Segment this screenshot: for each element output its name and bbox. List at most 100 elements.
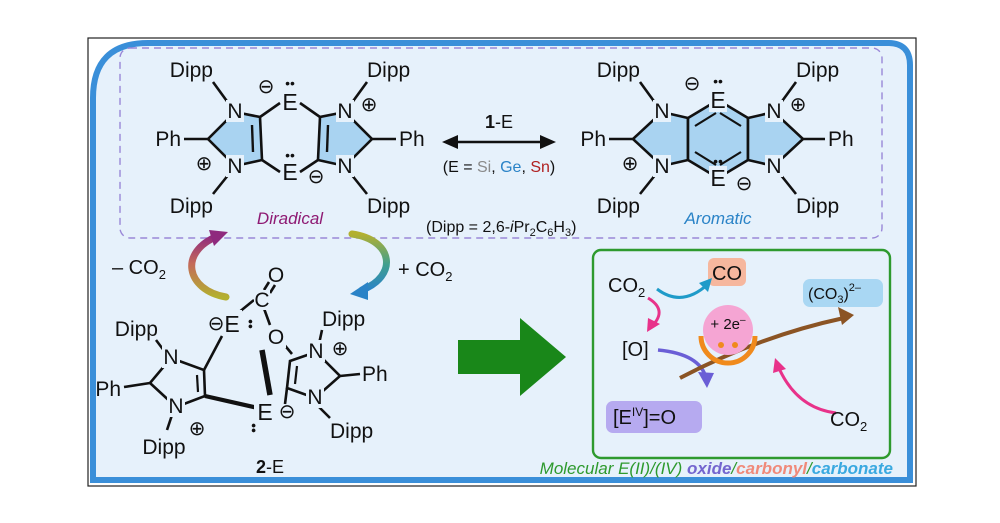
charge-plus: ⊕ [332, 338, 349, 360]
co2-adduct-structure: N N N N E E C O O •• •• ⊖ ⊖ ⊕ ⊕ Dipp Dip… [95, 264, 387, 459]
compound-1-label: 1-E [485, 112, 513, 132]
atom-n: N [654, 155, 669, 178]
bond-e-c-bottom-right [299, 158, 319, 174]
atom-n: N [168, 395, 183, 418]
bond-e-c-right [283, 387, 289, 405]
lone-pair: •• [713, 153, 723, 169]
label-dipp: Dipp [597, 59, 640, 82]
dashed-box [119, 47, 883, 239]
inner-bond [694, 112, 717, 127]
charge-minus: ⊖ [736, 173, 753, 195]
bond-ph-right [339, 372, 361, 378]
oxide-arrowhead [698, 372, 714, 388]
imidazolium-ring-left [206, 110, 264, 168]
label-dipp: Dipp [796, 195, 839, 218]
atom-n: N [766, 100, 781, 123]
bond-dipp-br [349, 173, 369, 195]
atom-e: E [710, 87, 725, 113]
bond-dipp-left-bottom [165, 414, 174, 431]
co2-uptake-arrow [348, 230, 390, 300]
charge-minus: ⊖ [258, 76, 275, 98]
atom-n: N [307, 386, 322, 409]
label-dipp: Dipp [115, 318, 158, 341]
label-dipp: Dipp [367, 195, 410, 218]
ring-left [148, 356, 207, 409]
minus-co2-label: – CO2 [112, 257, 166, 282]
bond-dipp-bl [638, 173, 658, 195]
atom-c: C [254, 289, 269, 312]
atom-e: E [257, 399, 272, 425]
atom-n: N [227, 100, 242, 123]
label-ph: Ph [828, 128, 854, 151]
atom-e: E [282, 159, 297, 185]
co-highlight [708, 258, 746, 286]
label-ph: Ph [95, 378, 121, 401]
resonance-arrow [442, 135, 556, 149]
charge-minus: ⊖ [279, 401, 296, 423]
co2-to-carbonate-arrowhead [773, 358, 786, 373]
label-dipp: Dipp [142, 436, 185, 459]
label-ph: Ph [580, 128, 606, 151]
bond-c-e-bottom [204, 393, 259, 411]
atom-e: E [710, 165, 725, 191]
lone-pair: •• [243, 319, 259, 329]
atom-n: N [766, 155, 781, 178]
bond-ph-left [123, 381, 151, 389]
charge-plus: ⊕ [361, 94, 378, 116]
inner-bond [719, 112, 742, 127]
bond-c-e-top [202, 335, 224, 371]
co2-to-oxygen-arrowhead [647, 318, 660, 332]
diradical-label: Diradical [257, 209, 324, 228]
compound-2-label: 2-E [256, 457, 284, 477]
inner-bond [293, 365, 299, 385]
inner-bond [195, 374, 200, 393]
electron-source [698, 305, 758, 366]
atom-e: E [282, 89, 297, 115]
bond-c-o-double [262, 281, 271, 291]
charge-minus: ⊖ [208, 313, 225, 335]
caption: Molecular E(II)/(IV) oxide/carbonyl/carb… [540, 459, 893, 478]
co2-to-co-arrowhead [699, 278, 712, 292]
inner-bond [719, 151, 742, 166]
element-definition: (E = Si, Ge, Sn) [443, 159, 556, 176]
label-dipp: Dipp [597, 195, 640, 218]
bond-dipp-bl [211, 173, 231, 195]
electrons-label: + 2e– [710, 315, 746, 333]
label-dipp: Dipp [330, 420, 373, 443]
ring-right [285, 350, 342, 400]
double-bond-left [250, 124, 255, 153]
atom-o: O [268, 326, 284, 349]
atom-o: O [268, 264, 284, 287]
co2-release-arrow [188, 230, 230, 301]
lone-pair: •• [285, 147, 295, 163]
label-dipp: Dipp [796, 59, 839, 82]
co2-label: CO2 [830, 409, 867, 434]
double-bond-right [325, 124, 330, 153]
atom-n: N [337, 155, 352, 178]
carbonate-highlight [803, 279, 883, 307]
atom-n: N [227, 155, 242, 178]
lone-pair: •• [285, 75, 295, 91]
co2-to-carbonate-arrow [776, 365, 837, 415]
atom-n: N [163, 346, 178, 369]
co-label: CO [712, 263, 742, 285]
charge-plus: ⊕ [196, 153, 213, 175]
atom-e: E [224, 311, 239, 337]
charge-minus: ⊖ [308, 166, 325, 188]
charge-plus: ⊕ [189, 418, 206, 440]
dipp-definition: (Dipp = 2,6-iPr2C6H3) [426, 219, 576, 239]
bond-e-c-top-right [299, 101, 321, 119]
inner-bond [694, 151, 717, 166]
bond-dipp-br [778, 173, 798, 195]
bond-e-e [259, 349, 273, 396]
bond-c-e-bottom-left [261, 158, 281, 174]
charge-plus: ⊕ [622, 153, 639, 175]
bond-c-e-top-left [259, 101, 281, 119]
label-dipp: Dipp [170, 195, 213, 218]
oxygen-label: [O] [622, 339, 649, 361]
atom-n: N [654, 100, 669, 123]
label-dipp: Dipp [367, 59, 410, 82]
label-ph: Ph [362, 363, 388, 386]
eiv-oxide-highlight [606, 401, 702, 433]
plus-co2-label: + CO2 [398, 259, 452, 284]
